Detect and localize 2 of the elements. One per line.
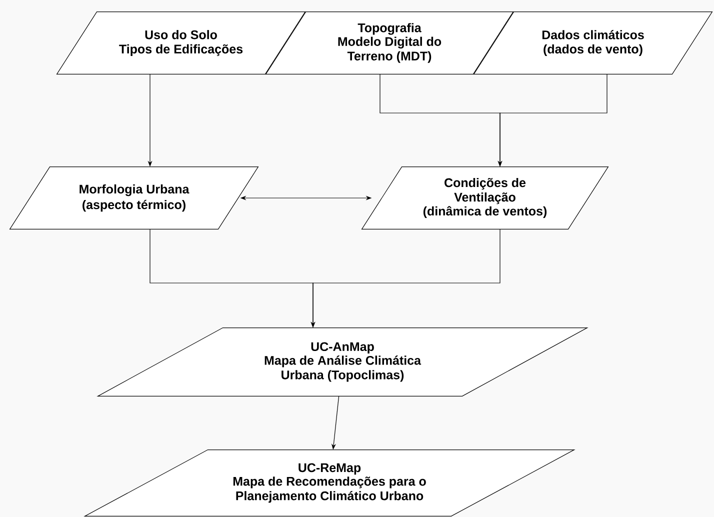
node-label: (dados de vento) xyxy=(544,44,642,56)
node-label: Dados climáticos xyxy=(542,30,644,40)
